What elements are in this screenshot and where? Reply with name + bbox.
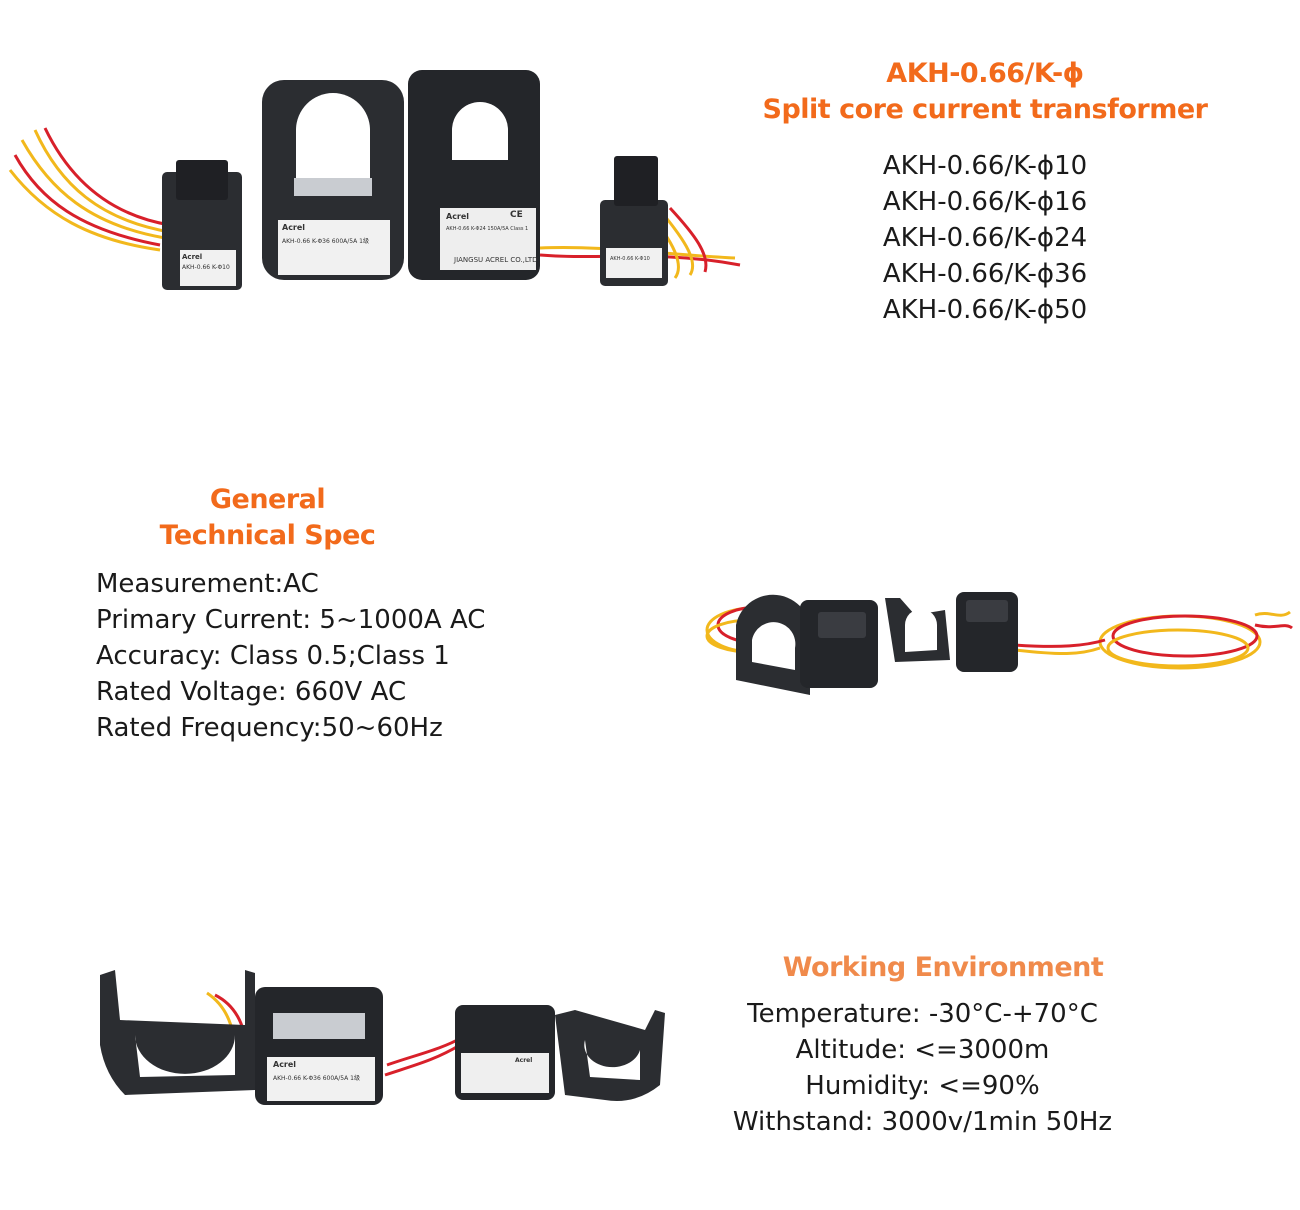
ce-mark: CE bbox=[510, 210, 523, 220]
spec-item: Measurement:AC bbox=[96, 569, 319, 599]
label-brand-bottom: Acrel bbox=[273, 1060, 297, 1069]
working-env-title: Working Environment bbox=[718, 950, 1168, 986]
general-spec-title: General Technical Spec bbox=[60, 482, 475, 554]
general-spec-list: Measurement:AC Primary Current: 5~1000A … bbox=[96, 566, 485, 746]
product-photo-bottom: Acrel AKH-0.66 K-Φ36 600A/5A 1级 Acrel bbox=[95, 965, 670, 1115]
env-item: Temperature: -30°C-+70°C bbox=[747, 999, 1098, 1029]
product-photo-middle bbox=[700, 570, 1295, 700]
env-item: Humidity: <=90% bbox=[805, 1071, 1040, 1101]
working-env-title-text: Working Environment bbox=[782, 952, 1104, 983]
label-big-device: AKH-0.66 K-Φ36 600A/5A 1级 bbox=[282, 238, 369, 245]
model-item: AKH-0.66/K-ϕ10 bbox=[882, 151, 1088, 181]
label-small-device: AKH-0.66 K-Φ10 bbox=[182, 264, 230, 271]
model-item: AKH-0.66/K-ϕ50 bbox=[882, 295, 1088, 325]
product-model-title: AKH-0.66/K-ϕ bbox=[886, 58, 1084, 89]
model-item: AKH-0.66/K-ϕ24 bbox=[882, 223, 1088, 253]
general-title-line2: Technical Spec bbox=[159, 520, 376, 551]
label-brand-mid: Acrel bbox=[446, 212, 470, 221]
model-list: AKH-0.66/K-ϕ10 AKH-0.66/K-ϕ16 AKH-0.66/K… bbox=[740, 148, 1230, 328]
label-brand: Acrel bbox=[182, 253, 203, 261]
model-item: AKH-0.66/K-ϕ16 bbox=[882, 187, 1088, 217]
label-mid-device: AKH-0.66 K-Φ24 150A/5A Class 1 bbox=[446, 226, 529, 232]
env-item: Withstand: 3000v/1min 50Hz bbox=[732, 1107, 1113, 1137]
spec-item: Primary Current: 5~1000A AC bbox=[96, 605, 486, 635]
label-small-device-right: AKH-0.66 K-Φ10 bbox=[610, 256, 650, 262]
label-mid-company: JIANGSU ACREL CO.,LTD bbox=[454, 256, 538, 264]
product-title-block: AKH-0.66/K-ϕ Split core current transfor… bbox=[740, 56, 1230, 128]
env-item: Altitude: <=3000m bbox=[795, 1035, 1050, 1065]
model-item: AKH-0.66/K-ϕ36 bbox=[882, 259, 1088, 289]
general-title-line1: General bbox=[209, 484, 326, 515]
working-env-list: Temperature: -30°C-+70°C Altitude: <=300… bbox=[690, 996, 1155, 1140]
product-photo-top: Acrel AKH-0.66 K-Φ10 Acrel AKH-0.66 K-Φ3… bbox=[0, 60, 745, 300]
spec-item: Rated Frequency:50~60Hz bbox=[96, 713, 443, 743]
label-brand-bottom-right: Acrel bbox=[515, 1057, 533, 1064]
spec-item: Accuracy: Class 0.5;Class 1 bbox=[96, 641, 450, 671]
spec-item: Rated Voltage: 660V AC bbox=[96, 677, 407, 707]
product-subtitle: Split core current transformer bbox=[762, 94, 1208, 125]
label-brand-big: Acrel bbox=[282, 223, 306, 232]
label-bottom-device: AKH-0.66 K-Φ36 600A/5A 1级 bbox=[273, 1075, 360, 1082]
